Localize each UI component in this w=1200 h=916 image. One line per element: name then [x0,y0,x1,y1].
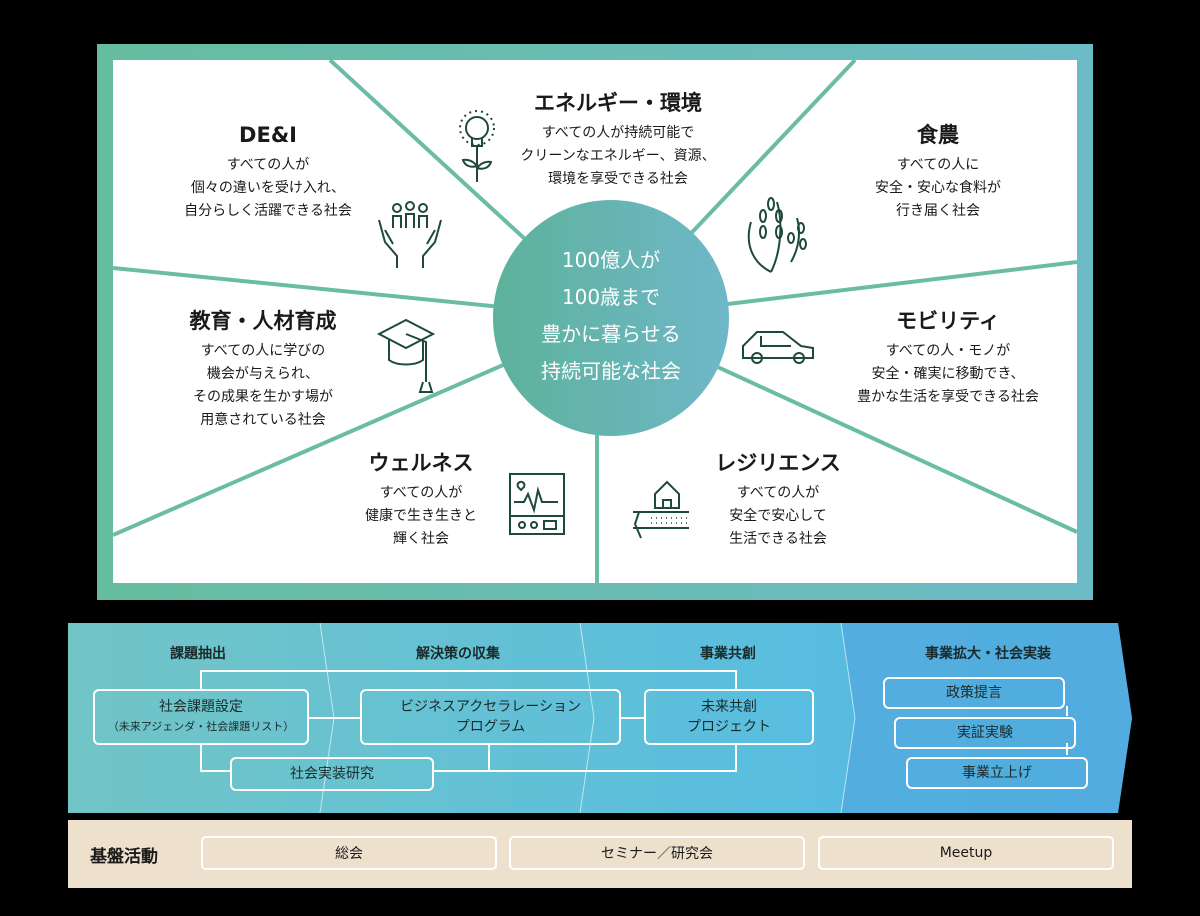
box-label: プロジェクト [687,719,771,735]
segment-text: すべての人が [736,485,820,501]
segment-text: 個々の違いを受け入れ、 [190,180,346,196]
box-label: 社会課題設定 [159,699,243,715]
vision-panel: DE&I すべての人が 個々の違いを受け入れ、 自分らしく活躍できる社会 エネル… [113,60,1077,583]
segment-title: 食農 [917,123,959,147]
house-ground-icon [633,480,689,539]
box-label: 未来共創 [701,699,757,715]
foundation-label: 基盤活動 [90,847,158,867]
segment-text: 用意されている社会 [200,412,326,428]
segment-text: 行き届く社会 [896,203,980,219]
center-text: 100億人が [561,248,661,272]
box-label: プログラム [455,719,526,735]
phase-solution-collection: 解決策の収集 [416,646,500,662]
foundation-meetup[interactable]: Meetup [818,836,1114,870]
segment-text: すべての人が [226,157,310,173]
segment-title: レジリエンス [715,451,841,475]
box-label: 社会実装研究 [290,766,374,782]
box-future-co-creation-project[interactable]: 未来共創 プロジェクト [644,689,814,745]
segment-text: 環境を享受できる社会 [548,171,688,187]
segment-text: クリーンなエネルギー、資源、 [520,148,716,164]
box-demonstration-experiment[interactable]: 実証実験 [894,717,1076,749]
segment-text: すべての人に学びの [200,343,326,359]
foundation-activities: 基盤活動 総会 セミナー／研究会 Meetup [68,820,1132,888]
segment-text: その成果を生かす場が [193,389,333,405]
phase-co-creation: 事業共創 [700,646,756,662]
segment-dei: DE&I すべての人が 個々の違いを受け入れ、 自分らしく活躍できる社会 [163,120,373,223]
box-label: ビジネスアクセラレーション [399,699,582,715]
box-business-launch[interactable]: 事業立上げ [906,757,1088,789]
segment-text: すべての人・モノが [885,343,1011,359]
vision-diagram: DE&I すべての人が 個々の違いを受け入れ、 自分らしく活躍できる社会 エネル… [97,44,1093,600]
center-text: 豊かに暮らせる [541,322,681,346]
foundation-general-meeting[interactable]: 総会 [201,836,497,870]
foundation-seminar[interactable]: セミナー／研究会 [509,836,805,870]
segment-text: 安全・確実に移動でき、 [871,366,1025,382]
segment-education: 教育・人材育成 すべての人に学びの 機会が与えられ、 その成果を生かす場が 用意… [153,306,373,432]
segment-text: 自分らしく活躍できる社会 [184,203,352,219]
box-sublabel: （未来アジェンダ・社会課題リスト） [107,720,295,733]
segment-food: 食農 すべての人に 安全・安心な食料が 行き届く社会 [853,120,1023,223]
segment-text: 安全・安心な食料が [875,180,1001,196]
segment-wellness: ウェルネス すべての人が 健康で生き生きと 輝く社会 [351,448,491,551]
segment-energy: エネルギー・環境 すべての人が持続可能で クリーンなエネルギー、資源、 環境を享… [503,88,733,191]
center-text: 100歳まで [561,285,661,309]
segment-text: 輝く社会 [393,531,449,547]
box-policy-proposal[interactable]: 政策提言 [883,677,1065,709]
segment-title: モビリティ [896,309,1000,333]
phase-issue-extraction: 課題抽出 [170,646,226,662]
box-label: 事業立上げ [962,765,1032,781]
box-social-implementation-research[interactable]: 社会実装研究 [230,757,434,791]
graduation-cap-icon [376,318,436,393]
segment-text: 生活できる社会 [729,531,827,547]
segment-text: すべての人が [379,485,463,501]
box-business-acceleration-program[interactable]: ビジネスアクセラレーション プログラム [360,689,621,745]
segment-text: 機会が与えられ、 [206,366,320,382]
phase-scale-implementation: 事業拡大・社会実装 [925,646,1051,662]
box-label: 政策提言 [946,685,1002,701]
segment-text: すべての人が持続可能で [541,125,695,141]
segment-title: エネルギー・環境 [534,91,702,115]
segment-text: 健康で生き生きと [365,508,477,524]
hands-people-icon [378,201,442,268]
process-flow: 課題抽出 解決策の収集 事業共創 事業拡大・社会実装 社会課題設定 （未来アジェ… [68,623,1132,813]
center-text: 持続可能な社会 [541,359,681,383]
segment-title: 教育・人材育成 [189,309,337,333]
segment-text: すべての人に [896,157,980,173]
segment-title: DE&I [239,123,297,147]
segment-title: ウェルネス [368,451,474,475]
box-social-issue-setting[interactable]: 社会課題設定 （未来アジェンダ・社会課題リスト） [93,689,309,745]
segment-text: 安全で安心して [729,508,827,524]
car-icon [742,331,814,364]
lightbulb-plant-icon [459,110,495,182]
center-vision-circle: 100億人が 100歳まで 豊かに暮らせる 持続可能な社会 [493,200,729,436]
segment-mobility: モビリティ すべての人・モノが 安全・確実に移動でき、 豊かな生活を享受できる社… [833,306,1063,409]
health-monitor-icon [509,473,565,535]
segment-resilience: レジリエンス すべての人が 安全で安心して 生活できる社会 [703,448,853,551]
segment-text: 豊かな生活を享受できる社会 [857,389,1039,405]
wheat-icon [747,197,807,273]
box-label: 実証実験 [957,725,1013,741]
